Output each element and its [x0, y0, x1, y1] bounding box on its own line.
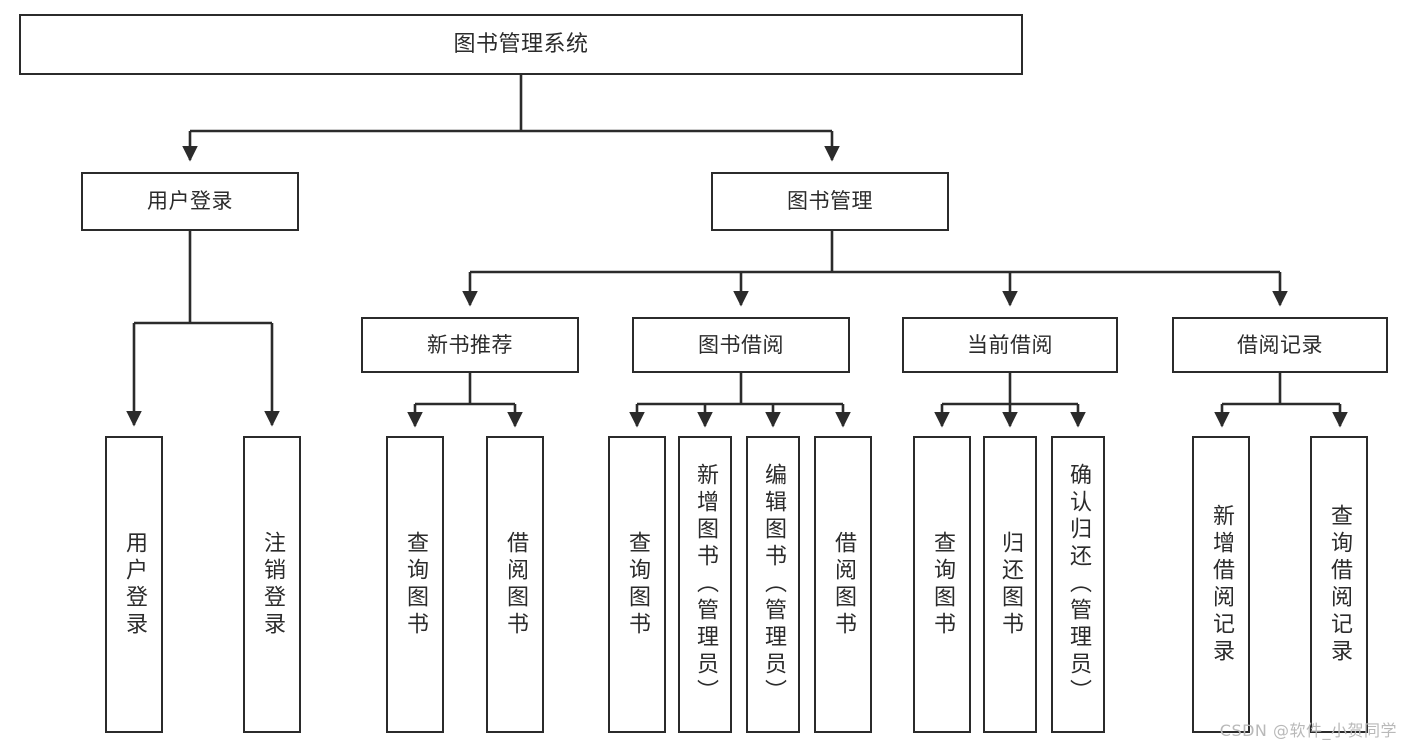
leaf-query-borrow-record[interactable]: 查询借阅记录 — [1310, 436, 1368, 733]
node-label: 查询图书 — [625, 530, 650, 639]
node-label: 借阅记录 — [1237, 332, 1323, 357]
leaf-query-book-borrow[interactable]: 查询图书 — [608, 436, 666, 733]
node-label: 编辑图书（管理员） — [761, 463, 786, 706]
node-label: 新增图书（管理员） — [693, 463, 718, 706]
leaf-query-book-recommend[interactable]: 查询图书 — [386, 436, 444, 733]
node-label: 借阅图书 — [831, 530, 856, 639]
leaf-confirm-return-admin[interactable]: 确认归还（管理员） — [1051, 436, 1105, 733]
leaf-borrow-book[interactable]: 借阅图书 — [814, 436, 872, 733]
node-root-book-management-system[interactable]: 图书管理系统 — [19, 14, 1023, 75]
leaf-add-borrow-record[interactable]: 新增借阅记录 — [1192, 436, 1250, 733]
leaf-edit-book-admin[interactable]: 编辑图书（管理员） — [746, 436, 800, 733]
node-label: 新增借阅记录 — [1209, 503, 1234, 666]
leaf-add-book-admin[interactable]: 新增图书（管理员） — [678, 436, 732, 733]
node-borrowing-record[interactable]: 借阅记录 — [1172, 317, 1388, 373]
node-label: 确认归还（管理员） — [1066, 463, 1091, 706]
leaf-user-login[interactable]: 用户登录 — [105, 436, 163, 733]
leaf-logout[interactable]: 注销登录 — [243, 436, 301, 733]
node-current-borrowing[interactable]: 当前借阅 — [902, 317, 1118, 373]
leaf-borrow-book-recommend[interactable]: 借阅图书 — [486, 436, 544, 733]
node-label: 图书借阅 — [698, 332, 784, 357]
node-label: 当前借阅 — [967, 332, 1053, 357]
node-label: 注销登录 — [260, 530, 285, 639]
node-book-borrowing[interactable]: 图书借阅 — [632, 317, 850, 373]
node-label: 借阅图书 — [503, 530, 528, 639]
node-label: 用户登录 — [147, 189, 233, 214]
node-user-login[interactable]: 用户登录 — [81, 172, 299, 231]
node-label: 图书管理系统 — [453, 31, 589, 57]
node-new-book-recommendation[interactable]: 新书推荐 — [361, 317, 579, 373]
leaf-query-book-current[interactable]: 查询图书 — [913, 436, 971, 733]
node-label: 新书推荐 — [427, 332, 513, 357]
node-label: 查询图书 — [930, 530, 955, 639]
node-label: 用户登录 — [122, 530, 147, 639]
leaf-return-book[interactable]: 归还图书 — [983, 436, 1037, 733]
node-label: 查询借阅记录 — [1327, 503, 1352, 666]
node-label: 归还图书 — [998, 530, 1023, 639]
node-book-management[interactable]: 图书管理 — [711, 172, 949, 231]
csdn-watermark: CSDN @软件_小贺同学 — [1219, 721, 1397, 740]
node-label: 查询图书 — [403, 530, 428, 639]
node-label: 图书管理 — [787, 189, 873, 214]
